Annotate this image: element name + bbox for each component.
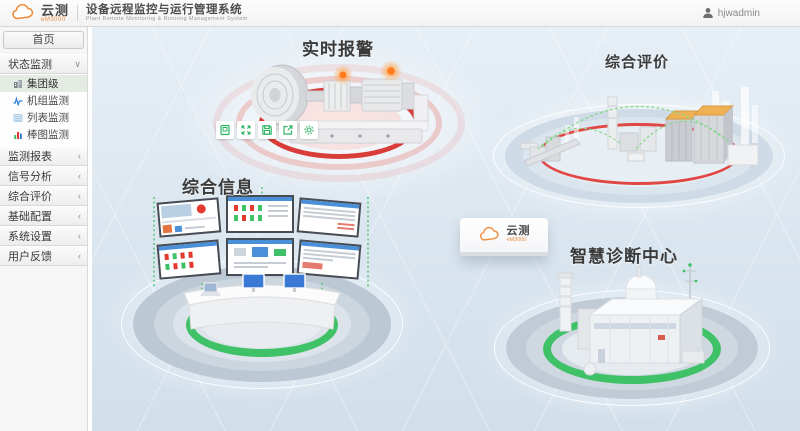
evaluation-outline-ring [493,104,785,208]
user-menu[interactable]: hjwadmin [702,7,760,19]
sidebar-item-list-monitoring[interactable]: 列表监测 [0,109,87,126]
app-header: 云测 eM3000 设备远程监控与运行管理系统 Plant Remote Mon… [0,0,800,27]
brand-model: eM3000 [41,16,66,23]
sidebar-section-monitoring-report[interactable]: 监测报表 ‹ [0,146,87,166]
sidebar-section-basic-config[interactable]: 基础配置 ‹ [0,206,87,226]
sidebar-item-label: 机组监测 [27,95,69,107]
app-subtitle: Plant Remote Monitoring & Running Manage… [86,16,248,23]
alarm-mini-toolbar [216,121,318,139]
info-inner-disc [203,302,321,348]
gear-icon[interactable] [300,121,318,139]
app-title: 设备远程监控与运行管理系统 [86,3,243,16]
brand-logo: 云测 eM3000 [10,4,69,23]
user-icon [702,8,713,18]
sidebar-item-label: 棒图监测 [27,129,69,141]
chevron-down-icon: ∨ [74,58,81,69]
chevron-left-icon: ‹ [78,171,81,181]
badge-model: eM3000 [506,237,527,244]
chevron-left-icon: ‹ [78,191,81,201]
sidebar-section-system-settings[interactable]: 系统设置 ‹ [0,226,87,246]
sidebar-item-label: 集团级 [27,78,59,90]
sidebar-item-unit-monitoring[interactable]: 机组监测 [0,92,87,109]
zone-title-smart-diagnosis[interactable]: 智慧诊断中心 [570,247,678,266]
center-cloud-badge[interactable]: 云测 eM3000 [460,218,548,256]
badge-brand: 云测 [506,225,531,238]
sidebar-item-group-level[interactable]: 集团级 [0,75,87,92]
sidebar-section-comprehensive-evaluation[interactable]: 综合评价 ‹ [0,186,87,206]
sidebar-item-bar-monitoring[interactable]: 棒图监测 [0,126,87,143]
chevron-left-icon: ‹ [78,231,81,241]
export-icon[interactable] [279,121,297,139]
sidebar: 首页 状态监测 ∨ 集团级 机组监测 [0,27,88,431]
sidebar-section-signal-analysis[interactable]: 信号分析 ‹ [0,166,87,186]
unit-monitor-icon [13,95,23,106]
tab-home[interactable]: 首页 [3,31,84,49]
list-monitor-icon [13,113,23,122]
cloud-icon [479,227,499,241]
sidebar-item-label: 列表监测 [27,112,69,124]
evaluation-red-ring [538,123,740,185]
group-level-icon [14,79,22,88]
dashboard-scene: 实时报警 [92,27,800,431]
header-divider [77,5,79,21]
save-icon[interactable] [258,121,276,139]
zone-title-comprehensive-info[interactable]: 综合信息 [182,178,254,197]
expand-icon[interactable] [237,121,255,139]
chevron-left-icon: ‹ [78,211,81,221]
username: hjwadmin [717,7,760,19]
chevron-left-icon: ‹ [78,251,81,261]
diagnosis-inner-disc [562,323,702,375]
screen-icon[interactable] [216,121,234,139]
status-submenu: 集团级 机组监测 列表监测 [0,74,87,146]
brand-name: 云测 [41,2,70,18]
bar-monitor-icon [14,131,22,139]
sidebar-section-status-monitoring[interactable]: 状态监测 ∨ [0,54,87,74]
zone-title-comprehensive-evaluation[interactable]: 综合评价 [605,54,670,71]
chevron-left-icon: ‹ [78,151,81,161]
sidebar-section-user-feedback[interactable]: 用户反馈 ‹ [0,246,87,266]
sidebar-gutter [88,27,92,431]
zone-title-realtime-alarm[interactable]: 实时报警 [302,40,374,59]
cloud-icon [12,4,34,20]
